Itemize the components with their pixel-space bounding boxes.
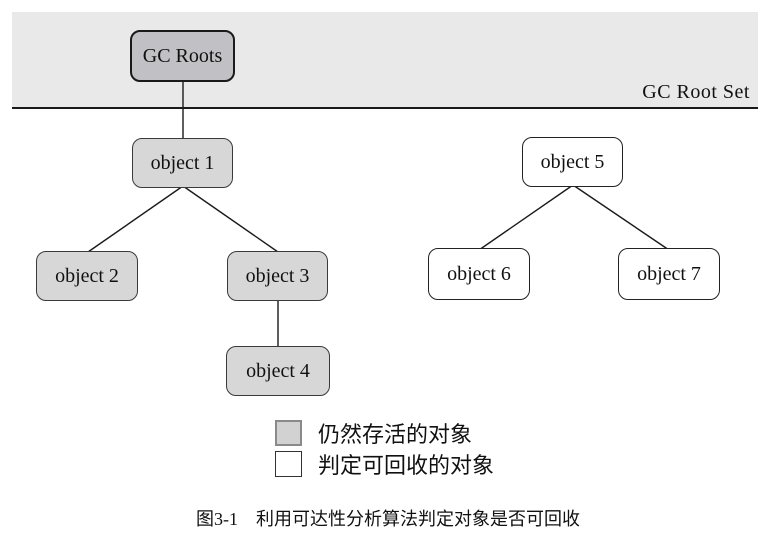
legend: 仍然存活的对象 判定可回收的对象 (275, 419, 494, 481)
figure-caption: 图3-1 利用可达性分析算法判定对象是否可回收 (196, 509, 580, 529)
legend-item-collectible: 判定可回收的对象 (275, 450, 495, 478)
node-object-7-label: object 7 (637, 262, 701, 285)
gc-root-set-label: GC Root Set (642, 81, 750, 103)
node-object-4-label: object 4 (246, 359, 310, 382)
legend-alive-label: 仍然存活的对象 (318, 421, 473, 447)
node-object-6-label: object 6 (447, 262, 511, 285)
node-object-3-label: object 3 (245, 264, 310, 287)
node-object-1-label: object 1 (150, 151, 215, 174)
node-object-5: object 5 (522, 137, 623, 187)
node-object-2-label: object 2 (55, 264, 119, 287)
node-gc-roots: GC Roots (130, 30, 235, 82)
node-object-2: object 2 (36, 251, 138, 301)
node-object-5-label: object 5 (540, 150, 605, 173)
node-gc-roots-label: GC Roots (142, 44, 223, 67)
node-object-3: object 3 (227, 251, 328, 301)
node-object-1: object 1 (132, 138, 233, 188)
alive-swatch-icon (275, 419, 302, 446)
legend-item-alive: 仍然存活的对象 (275, 419, 494, 447)
collectible-swatch-icon (275, 450, 302, 477)
node-object-4: object 4 (226, 346, 330, 396)
legend-collectible-label: 判定可回收的对象 (318, 452, 495, 478)
node-object-7: object 7 (618, 248, 720, 300)
node-object-6: object 6 (428, 248, 530, 300)
